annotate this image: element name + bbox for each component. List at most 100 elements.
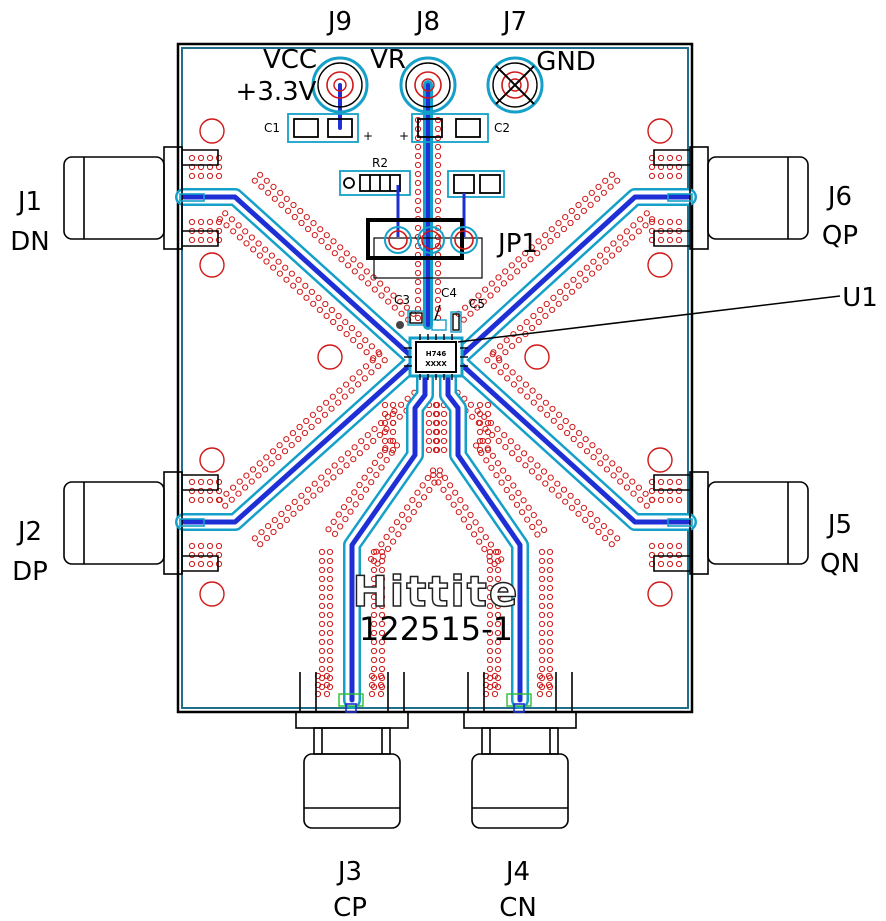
via (486, 656, 494, 664)
via (398, 401, 405, 408)
via (563, 282, 570, 289)
via (206, 551, 214, 559)
via (542, 480, 549, 487)
via (256, 252, 263, 259)
via (290, 510, 297, 517)
mounting-hole (199, 252, 225, 278)
via (283, 195, 290, 202)
via (434, 269, 442, 277)
via (378, 611, 386, 619)
via (484, 401, 492, 409)
via (486, 557, 494, 565)
via (269, 448, 277, 455)
via (560, 486, 568, 493)
via (343, 331, 350, 338)
via (263, 258, 270, 265)
via (197, 478, 205, 486)
via (440, 410, 448, 418)
via (370, 674, 378, 682)
via (370, 683, 378, 691)
via (480, 298, 487, 305)
via (441, 474, 449, 481)
via (522, 462, 529, 469)
via (362, 486, 370, 493)
via (188, 172, 196, 180)
via (376, 351, 383, 358)
via (491, 681, 499, 689)
via (588, 189, 595, 196)
via (675, 236, 683, 244)
via (648, 542, 656, 550)
via (414, 179, 422, 187)
via (648, 551, 656, 559)
via (381, 410, 389, 418)
via (576, 430, 583, 437)
via (486, 638, 494, 646)
via (382, 445, 389, 452)
via (206, 496, 214, 504)
via (389, 437, 397, 445)
via (311, 480, 318, 487)
via (370, 665, 378, 673)
via (535, 474, 542, 481)
via (362, 337, 369, 344)
brand-logo-text: Hittite (353, 567, 520, 616)
label-jp1: JP1 (496, 229, 538, 259)
via (318, 611, 326, 619)
via (537, 306, 544, 314)
via (515, 489, 522, 496)
via (410, 508, 417, 516)
via (675, 478, 683, 486)
via (377, 672, 385, 680)
via (315, 417, 322, 424)
via (484, 428, 492, 436)
via (265, 189, 272, 196)
via (657, 542, 665, 550)
via (323, 232, 330, 239)
via (296, 423, 303, 431)
via (206, 218, 214, 226)
via (277, 522, 284, 530)
via (414, 197, 422, 205)
via (387, 437, 394, 444)
via (230, 228, 237, 235)
via (302, 282, 309, 289)
via (364, 432, 371, 439)
via (373, 548, 380, 555)
via (491, 560, 498, 568)
via (550, 417, 557, 424)
via (258, 529, 265, 536)
via (608, 171, 616, 178)
label-cp: CP (333, 893, 367, 921)
via (600, 523, 608, 530)
via (502, 268, 509, 275)
via (257, 541, 264, 548)
via (666, 218, 674, 226)
via (414, 260, 422, 268)
via (637, 216, 644, 223)
via (331, 250, 338, 257)
via (343, 250, 350, 257)
via (381, 357, 388, 364)
via (514, 444, 521, 451)
via (206, 560, 214, 568)
via (331, 462, 338, 469)
mounting-hole (199, 118, 225, 144)
via (587, 201, 594, 208)
via (481, 546, 488, 553)
via (575, 510, 582, 517)
via (514, 268, 521, 275)
via (383, 457, 390, 464)
via (215, 172, 223, 180)
via (289, 430, 296, 437)
via (326, 647, 334, 655)
via (538, 647, 546, 655)
via (356, 481, 363, 489)
via (569, 288, 576, 295)
via (347, 508, 354, 515)
via (389, 446, 397, 454)
via (434, 134, 442, 142)
via (630, 490, 637, 497)
via (494, 566, 502, 574)
via (538, 584, 546, 592)
